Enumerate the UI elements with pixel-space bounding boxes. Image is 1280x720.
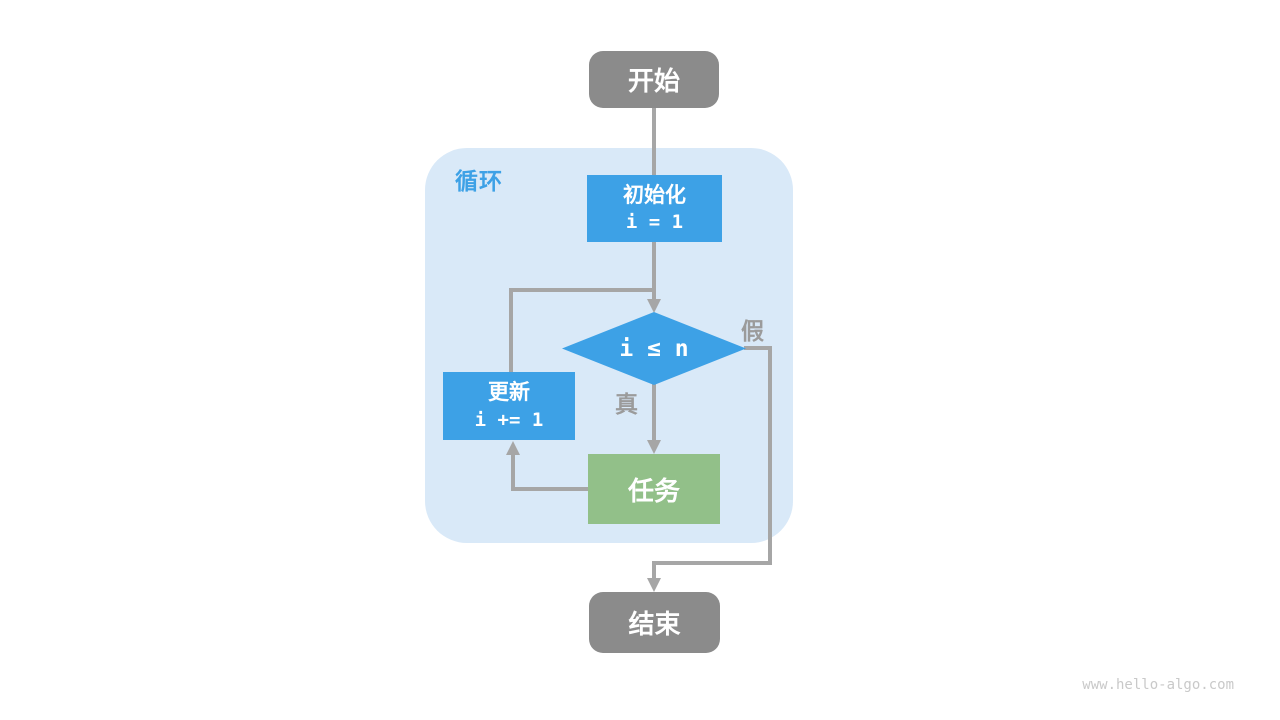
arrowhead-condition-icon [647,299,661,313]
connector-condition-end [652,346,772,579]
update-node: 更新 i += 1 [443,372,575,440]
init-code: i = 1 [625,211,684,234]
arrowhead-task-icon [647,440,661,454]
end-label: 结束 [628,609,681,639]
false-branch-label: 假 [741,318,764,344]
task-label: 任务 [627,475,680,506]
loop-region-label: 循环 [455,168,503,194]
connector-task-update [511,455,589,491]
condition-expression: i ≤ n [619,335,689,362]
init-node: 初始化 i = 1 [587,175,722,242]
start-node: 开始 [589,51,719,108]
connector-update-merge [509,288,654,373]
init-title: 初始化 [623,183,686,207]
task-node: 任务 [588,454,720,524]
update-title: 更新 [488,381,530,405]
end-node: 结束 [589,592,720,653]
start-label: 开始 [627,66,680,96]
watermark: www.hello-algo.com [1082,677,1234,693]
true-branch-label: 真 [615,391,638,417]
update-code: i += 1 [474,408,544,431]
arrowhead-end-icon [647,578,661,592]
arrowhead-update-icon [506,441,520,455]
